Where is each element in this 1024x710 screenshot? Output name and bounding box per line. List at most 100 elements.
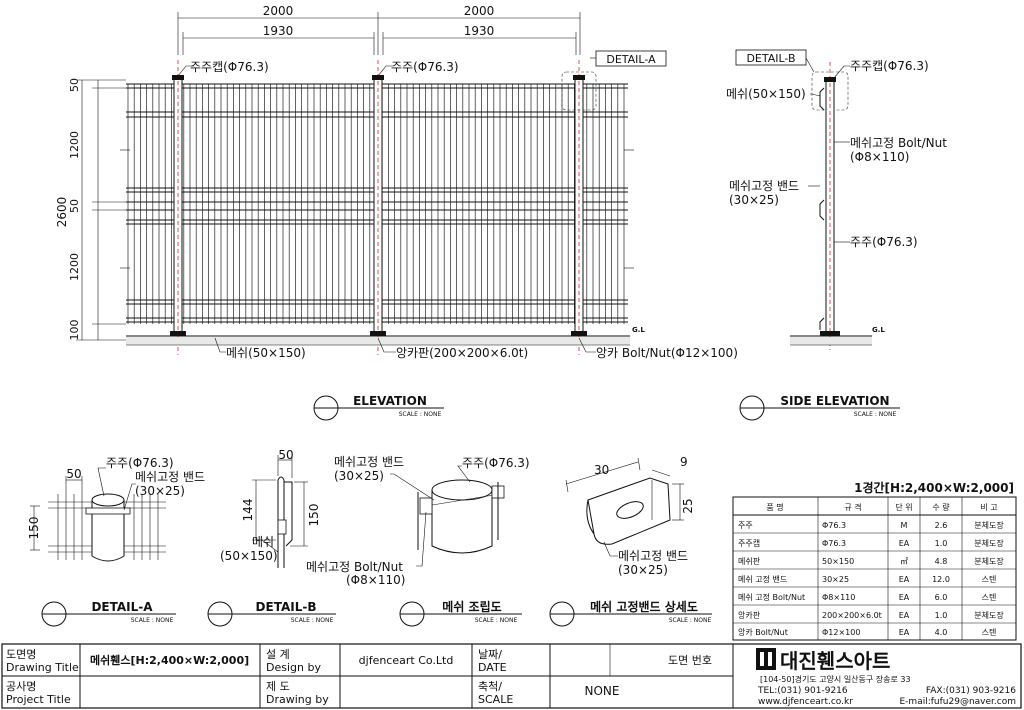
bom-cell: 분체도장 <box>974 538 1004 548</box>
detail-b-dim-144: 144 <box>241 499 255 522</box>
bom-cell: 200×200×6.0t <box>822 611 882 620</box>
side-band-label-2: (30×25) <box>729 193 779 207</box>
bom-table: 1경간[H:2,400×W:2,000] 품 명 규 격 단 위 수 량 비 고… <box>732 480 1017 641</box>
detail-b-title-text: DETAIL-B <box>256 600 317 614</box>
tb-drawing-no: 도면 번호 <box>668 654 712 667</box>
side-bolt-label-2: (Φ8×110) <box>850 150 909 164</box>
assembly-bolt-label-2: (Φ8×110) <box>346 573 405 587</box>
detail-a-band-label-1: 메쉬고정 밴드 <box>135 470 205 484</box>
bom-cell: 주주캡 <box>738 538 760 548</box>
detail-a-dim-150: 150 <box>27 517 41 540</box>
assembly-post-label: 주주(Φ76.3) <box>462 456 530 470</box>
bom-cell: 스텐 <box>982 574 997 584</box>
bom-header-spec: 규 격 <box>844 502 861 512</box>
band-label-1: 메쉬고정 밴드 <box>618 549 688 563</box>
company-logo: 대진휀스아트 <box>756 648 890 673</box>
bom-cell: 6.0 <box>935 593 948 602</box>
company-name: 대진휀스아트 <box>780 649 890 673</box>
bom-cell: 2.6 <box>935 521 948 530</box>
elevation-scale: SCALE : NONE <box>399 411 442 418</box>
dim-top-right: 2000 <box>464 4 495 18</box>
bom-cell: EA <box>899 628 910 637</box>
band-detail-title-text: 메쉬 고정밴드 상세도 <box>590 599 698 614</box>
bom-cell: 1.0 <box>935 611 948 620</box>
bom-cell: 앙카 Bolt/Nut <box>738 627 788 637</box>
side-elevation-scale: SCALE : NONE <box>854 411 897 418</box>
mesh-wires <box>127 84 625 324</box>
company-web: www.djfenceart.co.kr <box>758 697 853 707</box>
dim-v-100: 100 <box>68 320 81 341</box>
bom-cell: EA <box>899 611 910 620</box>
dim-v-50a: 50 <box>68 78 81 92</box>
side-post-label: 주주(Φ76.3) <box>850 235 918 249</box>
tb-scale-ko: 축척/ <box>478 680 502 693</box>
title-block: 도면명 Drawing Title 메쉬휀스[H:2,400×W:2,000] … <box>1 643 1022 709</box>
tb-date-ko: 날짜/ <box>478 648 502 661</box>
dim-v-50b: 50 <box>68 199 81 213</box>
elevation-title-text: ELEVATION <box>353 394 427 408</box>
company-address: [104-50]경기도 고양시 일산동구 장송로 33 <box>760 674 911 684</box>
bom-cell: EA <box>899 593 910 602</box>
bom-cell: 분체도장 <box>974 556 1004 566</box>
side-mesh-label: 메쉬(50×150) <box>726 87 806 101</box>
bom-cell: 분체도장 <box>974 520 1004 530</box>
company-fax: FAX:(031) 903-9216 <box>926 686 1016 696</box>
bom-cell: EA <box>899 575 910 584</box>
tb-scale-value: NONE <box>585 684 620 698</box>
detail-a-scale: SCALE : NONE <box>131 617 174 624</box>
company-email: E-mail:fufu29@naver.com <box>900 697 1017 707</box>
assembly-bolt-label-1: 메쉬고정 Bolt/Nut <box>306 560 403 574</box>
assembly-band-label-2: (30×25) <box>334 469 384 483</box>
dim-height-total: 2600 <box>55 197 69 228</box>
tb-drawn-ko: 제 도 <box>266 680 290 693</box>
tb-design-en: Design by <box>266 661 321 674</box>
bom-cell: Φ8×110 <box>822 593 855 602</box>
ground-line <box>126 335 630 346</box>
bom-cell: Φ76.3 <box>822 539 846 548</box>
detail-a-dim-50: 50 <box>66 467 81 481</box>
bom-cell: 스텐 <box>982 627 997 637</box>
band-detail-scale: SCALE : NONE <box>669 617 712 624</box>
bom-cell: 30×25 <box>822 575 849 584</box>
assembly-band-label-1: 메쉬고정 밴드 <box>334 455 404 469</box>
tb-drawing-title-en: Drawing Title <box>6 661 79 674</box>
band-detail-view: 30 9 25 메쉬고정 밴드 (30×25) 메쉬 고정밴드 상세도 SCAL… <box>549 455 712 627</box>
band-dim-30: 30 <box>594 463 609 477</box>
side-bolt-label-1: 메쉬고정 Bolt/Nut <box>850 136 947 150</box>
detail-b-view: 50 144 150 메쉬 (50×150) DETAIL-B SCALE : … <box>207 448 336 627</box>
detail-b-title: DETAIL-B SCALE : NONE <box>207 600 336 627</box>
bom-cell: 메쉬 고정 밴드 <box>738 574 787 584</box>
detail-a-post-label: 주주(Φ76.3) <box>106 456 174 470</box>
gl-label: G.L <box>632 326 645 334</box>
company-tel: TEL:(031) 901-9216 <box>757 686 848 696</box>
band-detail-title: 메쉬 고정밴드 상세도 SCALE : NONE <box>549 599 712 627</box>
detail-b-scale: SCALE : NONE <box>291 617 334 624</box>
dim-inner-left: 1930 <box>263 24 294 38</box>
detail-b-tag: DETAIL-B <box>746 52 795 65</box>
detail-a-title: DETAIL-A SCALE : NONE <box>41 600 176 627</box>
side-elevation-title: SIDE ELEVATION SCALE : NONE <box>739 394 900 421</box>
post-label-mid: 주주(Φ76.3) <box>391 60 459 74</box>
post-cap-label-left: 주주캡(Φ76.3) <box>190 60 269 74</box>
anchor-bolt-label: 앙카 Bolt/Nut(Φ12×100) <box>596 346 738 360</box>
bom-header-unit: 단 위 <box>895 502 912 512</box>
bom-cell: EA <box>899 539 910 548</box>
posts <box>170 60 587 355</box>
elevation-title: ELEVATION SCALE : NONE <box>313 394 444 421</box>
tb-drawing-title-ko: 도면명 <box>6 648 36 661</box>
bom-cell: 1.0 <box>935 539 948 548</box>
tb-design-ko: 설 계 <box>266 648 290 661</box>
detail-b-mesh-label-1: 메쉬 <box>252 535 274 549</box>
dim-inner-right: 1930 <box>464 24 495 38</box>
tb-design-value: djfenceart Co.Ltd <box>359 654 454 667</box>
dim-v-1200b: 1200 <box>68 253 81 281</box>
bom-cell: ㎡ <box>900 557 908 566</box>
elevation-view: 2000 2000 1930 1930 2600 50 1200 50 1200… <box>55 4 738 421</box>
tb-drawing-title-value: 메쉬휀스[H:2,400×W:2,000] <box>90 653 249 667</box>
bom-cell: 4.0 <box>935 628 948 637</box>
band-dim-25: 25 <box>681 498 695 513</box>
bom-cell: Φ76.3 <box>822 521 846 530</box>
detail-b-dim-50: 50 <box>278 448 293 462</box>
bom-cell: 12.0 <box>932 575 950 584</box>
